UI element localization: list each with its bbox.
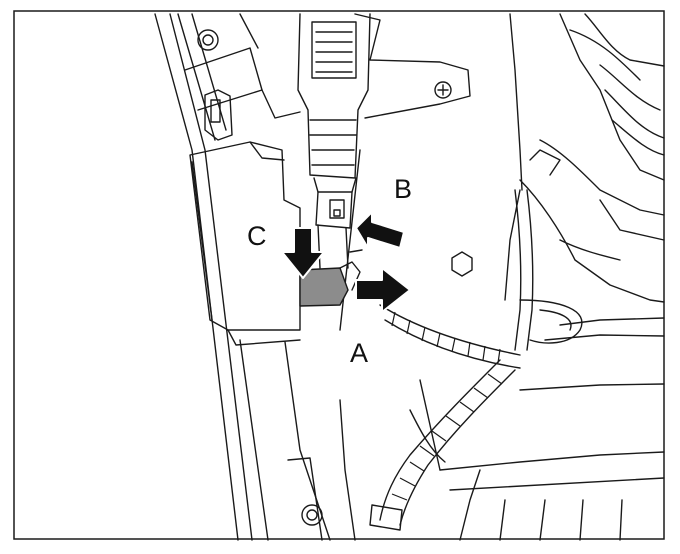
engine-bay-right [519,13,665,303]
left-trim-panel [154,13,301,541]
connector-main [299,224,363,307]
upper-connector [297,13,371,193]
mounting-tab [204,89,233,141]
arrow-press-c [281,227,325,279]
hex-nut [451,251,473,277]
wiring-harness [514,189,583,351]
plate-bolt [434,81,452,99]
callout-label-c: C [247,221,267,251]
arrow-press-b [355,211,405,249]
callout-label-a: A [350,338,368,368]
upper-bolt [197,29,219,51]
arrow-pull-a [355,267,411,313]
control-module [189,141,301,346]
lower-right-panel [409,317,665,541]
conduit-ribs [391,311,503,501]
connector-b-body [315,191,353,229]
lower-trim [239,339,356,541]
callout-label-b: B [394,174,412,204]
lower-bolt [301,504,323,526]
